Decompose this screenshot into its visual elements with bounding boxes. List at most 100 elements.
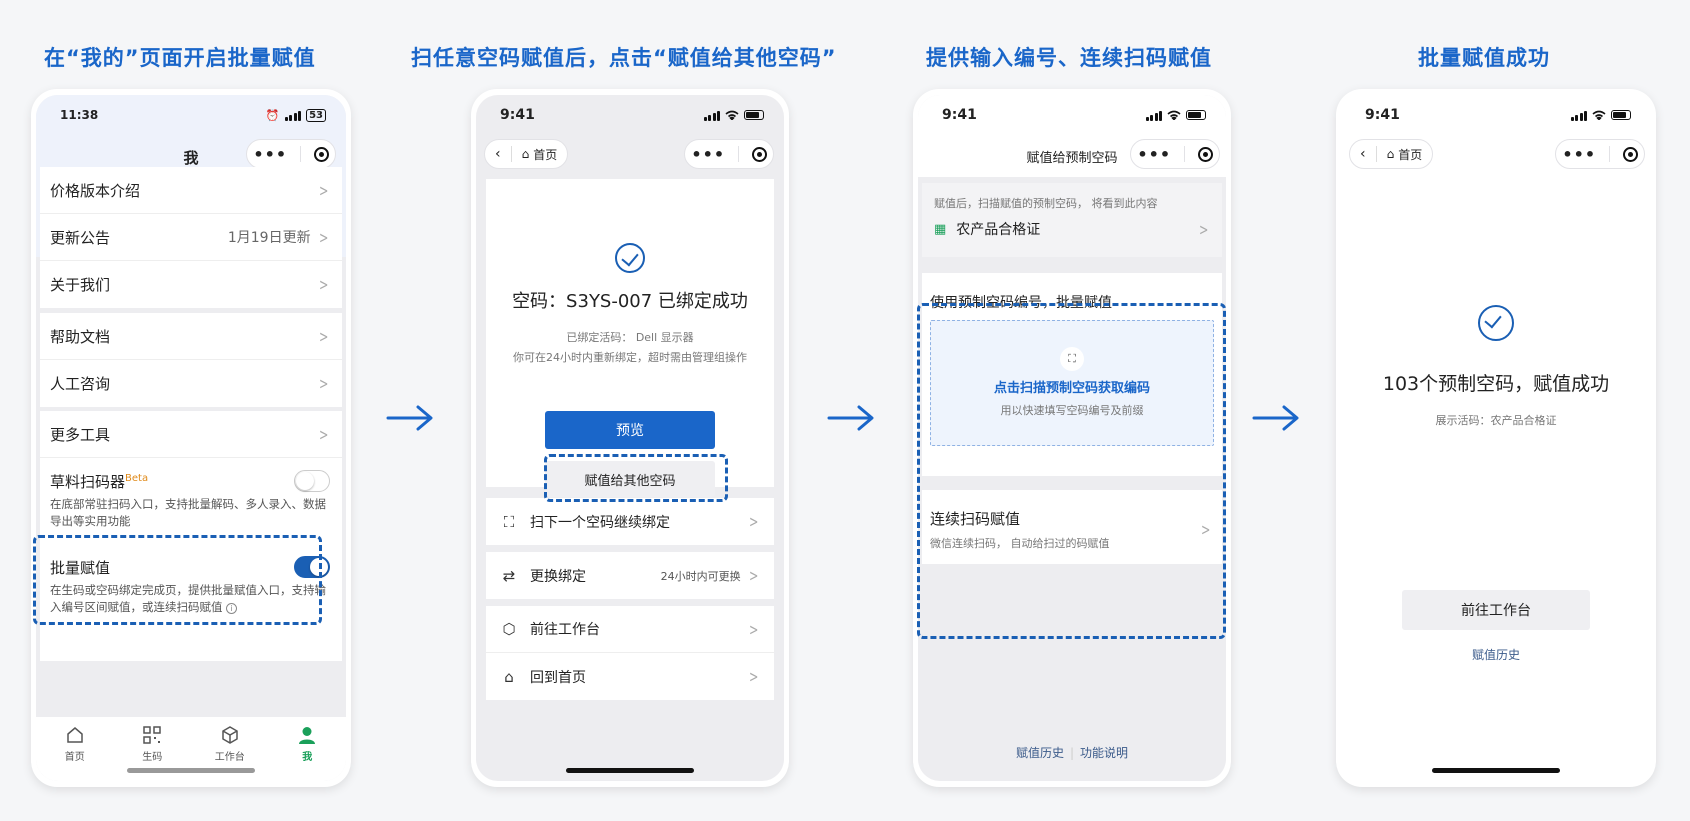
home-indicator — [566, 768, 694, 773]
success-check-icon — [1478, 305, 1514, 341]
chevron-right-icon: > — [748, 512, 758, 531]
tab-home[interactable]: 首页 — [45, 725, 105, 781]
assign-content-card[interactable]: 赋值后，扫描赋值的预制空码， 将看到此内容 ▦ 农产品合格证 > — [922, 183, 1222, 257]
chevron-right-icon: > — [318, 326, 328, 346]
row-home[interactable]: ⌂回到首页 > — [486, 653, 774, 700]
home-icon — [67, 727, 83, 743]
help-link[interactable]: 功能说明 — [1080, 746, 1129, 760]
assign-others-button[interactable]: 赋值给其他空码 — [545, 461, 715, 497]
status-bar: 9:41 — [476, 95, 784, 135]
batch-assign-setting: 批量赋值 在生码或空码绑定完成页，提供批量赋值入口，支持输入编号区间赋值，或连续… — [40, 530, 342, 616]
chevron-right-icon: > — [318, 275, 328, 294]
back-icon[interactable]: ‹ — [1360, 146, 1366, 162]
close-miniapp-icon[interactable] — [313, 146, 329, 162]
prefab-number-section: 使用预制空码编号，批量赋值 ⛶ 点击扫描预制空码获取编码 用以快速填写空码编号及… — [922, 273, 1222, 476]
qr-icon: ▦ — [934, 221, 947, 237]
nav-card: ⬡前往工作台 > ⌂回到首页 > — [486, 606, 774, 700]
menu-item-support[interactable]: 人工咨询> — [50, 374, 328, 393]
phone-screen-2: 9:41 ‹ ⌂ 首页 ••• 空码：S3YS-007 已绑定成功 已绑定活码：… — [471, 89, 789, 787]
next-scan-card: ⛶扫下一个空码继续绑定 > — [486, 498, 774, 545]
preview-button[interactable]: 预览 — [545, 411, 715, 449]
menu-group-help: 帮助文档> 人工咨询> — [40, 313, 342, 407]
highlight-assign-others — [544, 454, 728, 502]
rebind-note: 你可在24小时内重新绑定，超时需由管理组操作 — [513, 351, 747, 364]
page-title: 我 — [183, 149, 199, 167]
status-bar: 9:41 — [918, 95, 1226, 135]
close-miniapp-icon[interactable] — [1622, 146, 1638, 162]
menu-item-pricing[interactable]: 价格版本介绍> — [40, 167, 342, 214]
batch-assign-label: 批量赋值 — [50, 558, 111, 577]
home-link[interactable]: 首页 — [533, 147, 558, 162]
miniapp-capsule[interactable]: ••• — [246, 139, 336, 169]
menu-item-docs[interactable]: 帮助文档> — [40, 313, 342, 360]
chevron-right-icon: > — [318, 227, 328, 247]
draft-scanner-label: 草料扫码器 — [50, 472, 126, 491]
close-miniapp-icon[interactable] — [751, 146, 767, 162]
row-rebind[interactable]: ⇄更换绑定 24小时内可更换> — [486, 552, 774, 599]
battery-icon — [744, 110, 764, 120]
arrow-right-icon — [827, 405, 874, 431]
scan-sub: 用以快速填写空码编号及前缀 — [1000, 404, 1144, 417]
home-icon[interactable]: ⌂ — [521, 147, 530, 161]
home-icon[interactable]: ⌂ — [1386, 147, 1395, 161]
back-home-pill[interactable]: ‹ ⌂ 首页 — [1349, 139, 1434, 169]
continuous-scan-row[interactable]: 连续扫码赋值 微信连续扫码， 自动给扫过的码赋值 > — [922, 490, 1222, 564]
battery-level: 53 — [306, 108, 326, 122]
bind-success-card: 空码：S3YS-007 已绑定成功 已绑定活码： Dell 显示器 你可在24小… — [486, 179, 774, 497]
row-workbench[interactable]: ⬡前往工作台 > — [486, 606, 774, 653]
highlight-batch-assign — [33, 535, 322, 625]
qr-icon — [143, 726, 161, 744]
step-title-4: 批量赋值成功 — [1418, 46, 1550, 70]
more-icon[interactable]: ••• — [1137, 144, 1172, 164]
more-icon[interactable]: ••• — [253, 144, 288, 164]
menu-item-more-tools[interactable]: 更多工具> — [40, 411, 342, 458]
assign-history-link[interactable]: 赋值历史 — [1015, 746, 1064, 760]
content-name: 农产品合格证 — [956, 222, 1041, 238]
step-title-2: 扫任意空码赋值后，点击“赋值给其他空码” — [411, 46, 837, 70]
arrow-right-icon — [1252, 405, 1299, 431]
miniapp-capsule[interactable]: ••• — [1130, 139, 1220, 169]
more-icon[interactable]: ••• — [1562, 144, 1597, 164]
back-icon[interactable]: ‹ — [495, 146, 501, 162]
home-link[interactable]: 首页 — [1398, 147, 1423, 162]
user-icon — [299, 727, 316, 744]
tab-workbench[interactable]: 工作台 — [200, 725, 260, 781]
miniapp-capsule[interactable]: ••• — [684, 139, 774, 169]
battery-icon — [1186, 110, 1206, 120]
miniapp-capsule[interactable]: ••• — [1555, 139, 1645, 169]
assign-hint: 赋值后，扫描赋值的预制空码， 将看到此内容 — [934, 197, 1158, 210]
batch-assign-desc: 在生码或空码绑定完成页，提供批量赋值入口，支持输入编号区间赋值，或连续扫码赋值 … — [50, 583, 326, 614]
chevron-right-icon: > — [1200, 520, 1210, 539]
chevron-right-icon: > — [748, 566, 758, 585]
chevron-right-icon: > — [318, 424, 328, 444]
history-link[interactable]: 赋值历史 — [1471, 648, 1520, 662]
success-sub: 展示活码：农产品合格证 — [1435, 414, 1557, 427]
phone-screen-4: 9:41 ‹ ⌂ 首页 ••• 103个预制空码，赋值成功 展示活码：农产品合格… — [1336, 89, 1656, 787]
step-title-1: 在“我的”页面开启批量赋值 — [44, 46, 316, 70]
workbench-button[interactable]: 前往工作台 — [1402, 590, 1590, 630]
footer-links: 赋值历史|功能说明 — [1015, 746, 1129, 760]
draft-scanner-desc: 在底部常驻扫码入口，支持批量解码、多人录入、数据导出等实用功能 — [50, 497, 326, 528]
success-title: 空码：S3YS-007 已绑定成功 — [512, 291, 748, 312]
home-indicator — [127, 768, 255, 773]
home-icon: ⌂ — [504, 667, 514, 686]
more-icon[interactable]: ••• — [691, 144, 726, 164]
tab-generate[interactable]: 生码 — [122, 725, 182, 781]
wifi-icon — [1592, 110, 1606, 120]
chevron-right-icon: > — [1198, 219, 1208, 239]
scan-prefab-box[interactable]: ⛶ 点击扫描预制空码获取编码 用以快速填写空码编号及前缀 — [930, 320, 1214, 446]
draft-scanner-toggle[interactable] — [294, 470, 330, 492]
back-home-pill[interactable]: ‹ ⌂ 首页 — [484, 139, 569, 169]
row-scan-next[interactable]: ⛶扫下一个空码继续绑定 > — [486, 498, 774, 545]
status-bar: 9:41 — [1341, 95, 1651, 135]
chevron-right-icon: > — [748, 667, 758, 686]
info-icon[interactable]: i — [226, 603, 238, 614]
menu-item-about[interactable]: 关于我们> — [50, 275, 328, 294]
alarm-icon: ⏰ — [265, 108, 280, 122]
signal-icon — [1145, 110, 1162, 121]
close-miniapp-icon[interactable] — [1197, 146, 1213, 162]
chevron-right-icon: > — [318, 374, 328, 393]
tab-me[interactable]: 我 — [277, 725, 337, 781]
